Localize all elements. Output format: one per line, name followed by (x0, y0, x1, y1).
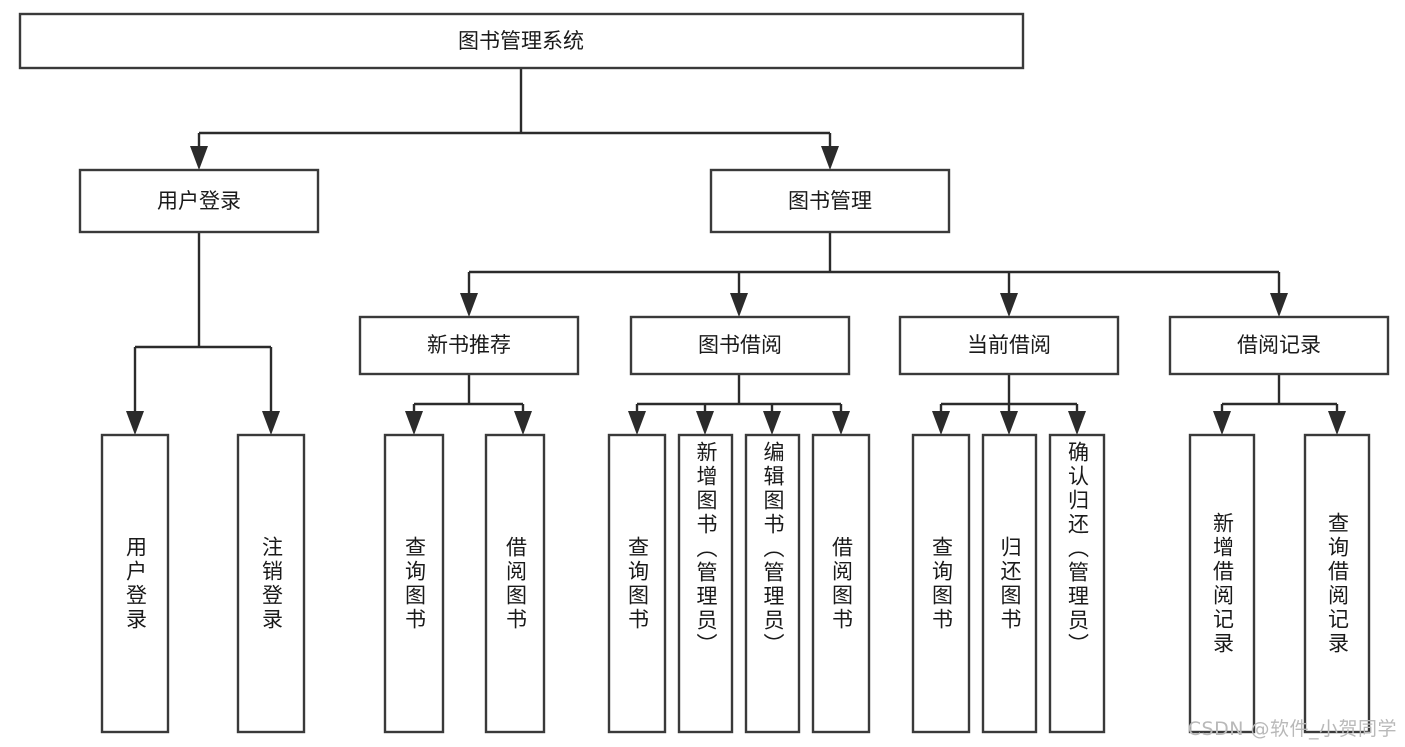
node-label-borrow-record: 借阅记录 (1237, 333, 1321, 357)
arrow-head-bookborrow-edit (763, 411, 781, 435)
arrow-head-user-login (190, 146, 208, 170)
arrow-head-borrowrecord-query (1328, 411, 1346, 435)
leaf-box-borrow-record-0[interactable] (1188, 433, 1256, 734)
leaf-box-book-borrow-2[interactable] (744, 433, 801, 734)
arrow-head-leaf-logout (262, 411, 280, 435)
arrow-head-borrow-record (1270, 293, 1288, 317)
arrow-head-bookborrow-query (628, 411, 646, 435)
node-box-root[interactable] (18, 12, 1025, 70)
node-box-book-borrow[interactable] (629, 315, 851, 376)
leaf-box-borrow-record-1[interactable] (1303, 433, 1371, 734)
arrow-head-currentborrow-query (932, 411, 950, 435)
leaf-box-new-book-1[interactable] (484, 433, 546, 734)
arrow-head-leaf-user-login (126, 411, 144, 435)
leaf-box-user-login-0[interactable] (100, 433, 170, 734)
connector-group-root (190, 68, 839, 170)
arrow-head-borrowrecord-add (1213, 411, 1231, 435)
node-label-root: 图书管理系统 (458, 29, 584, 53)
node-box-user-login[interactable] (78, 168, 320, 234)
arrow-head-bookborrow-add (696, 411, 714, 435)
leaf-box-current-borrow-1[interactable] (981, 433, 1038, 734)
node-box-new-book-recommend[interactable] (358, 315, 580, 376)
connector-group-current-borrow (932, 374, 1086, 435)
leaf-box-current-borrow-2[interactable] (1048, 433, 1106, 734)
arrow-head-book-mgmt (821, 146, 839, 170)
arrow-head-book-borrow (730, 293, 748, 317)
connector-group-new-book-recommend (405, 374, 532, 435)
connector-group-book-borrow (628, 374, 850, 435)
arrow-head-new-book-recommend (460, 293, 478, 317)
arrow-head-currentborrow-return (1000, 411, 1018, 435)
arrow-head-currentborrow-confirm (1068, 411, 1086, 435)
leaf-box-new-book-0[interactable] (383, 433, 445, 734)
node-box-borrow-record[interactable] (1168, 315, 1390, 376)
node-label-user-login: 用户登录 (157, 189, 241, 213)
connector-group-book-management (460, 232, 1288, 317)
watermark-text: CSDN @软件_小贺同学 (1187, 718, 1397, 740)
leaf-box-user-login-1[interactable] (236, 433, 306, 734)
leaf-box-book-borrow-0[interactable] (607, 433, 667, 734)
arrow-head-newbook-query (405, 411, 423, 435)
leaf-box-current-borrow-0[interactable] (911, 433, 971, 734)
arrow-head-bookborrow-borrow (832, 411, 850, 435)
node-label-new-book-recommend: 新书推荐 (427, 333, 511, 357)
node-box-book-management[interactable] (709, 168, 951, 234)
arrow-head-current-borrow (1000, 293, 1018, 317)
node-label-book-management: 图书管理 (788, 189, 872, 213)
connector-group-user-login (126, 232, 280, 435)
leaf-box-book-borrow-3[interactable] (811, 433, 871, 734)
node-label-current-borrow: 当前借阅 (967, 333, 1051, 357)
node-box-current-borrow[interactable] (898, 315, 1120, 376)
arrow-head-newbook-borrow (514, 411, 532, 435)
leaf-box-book-borrow-1[interactable] (677, 433, 734, 734)
connector-group-borrow-record (1213, 374, 1346, 435)
node-label-book-borrow: 图书借阅 (698, 333, 782, 357)
